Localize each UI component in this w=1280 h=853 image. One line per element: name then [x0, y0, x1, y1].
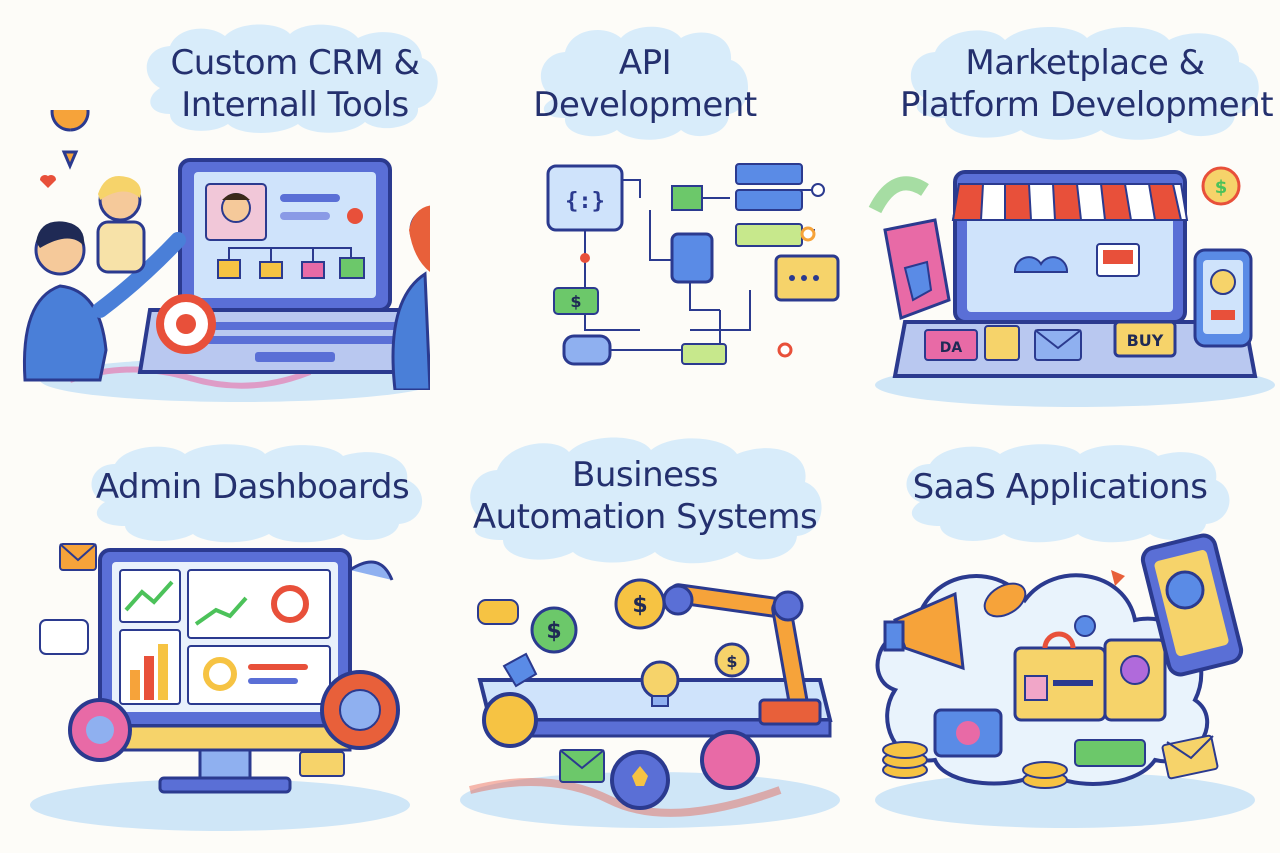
tile-title-line: Business — [572, 455, 718, 495]
tile-marketplace: Marketplace & Platform Development DA — [850, 0, 1280, 420]
svg-text:$: $ — [570, 292, 581, 311]
tile-title-line: Marketplace & — [965, 43, 1205, 83]
storefront-illustration: DA BUY $ — [868, 166, 1275, 407]
tile-title-line: Development — [533, 85, 757, 125]
saas-cloud-illustration — [875, 533, 1255, 828]
tile-api-development: API Development {:} $ — [430, 0, 850, 420]
api-flow-illustration: {:} $ — [546, 163, 840, 366]
dashboard-monitor-illustration — [30, 543, 410, 831]
tile-title-line: API — [618, 43, 672, 83]
svg-text:$: $ — [546, 619, 561, 644]
tile-title-line: Admin Dashboards — [95, 467, 410, 507]
automation-illustration: $ $ $ — [460, 578, 840, 828]
crm-laptop-team-illustration — [22, 110, 430, 402]
title-cloud — [470, 437, 822, 564]
tile-business-automation: Business Automation Systems $ $ $ — [430, 420, 850, 853]
title-cloud — [146, 24, 438, 133]
tile-admin-dashboards: Admin Dashboards — [0, 420, 430, 853]
tile-saas-applications: SaaS Applications — [850, 420, 1280, 853]
tile-custom-crm: Custom CRM & Internall Tools — [0, 0, 438, 420]
svg-text:$: $ — [726, 652, 737, 671]
title-cloud — [91, 444, 423, 543]
title-cloud — [906, 444, 1230, 543]
title-cloud — [540, 26, 749, 140]
buy-button: BUY — [1127, 331, 1164, 350]
tile-title-line: SaaS Applications — [912, 467, 1208, 507]
tag-label: DA — [940, 340, 963, 356]
tile-title-line: Automation Systems — [472, 497, 818, 537]
svg-text:$: $ — [632, 593, 647, 618]
tile-title-line: Internall Tools — [181, 85, 409, 125]
code-braces-label: {:} — [565, 189, 605, 214]
title-cloud — [910, 26, 1259, 140]
tile-title-line: Platform Development — [900, 85, 1274, 125]
svg-text:$: $ — [1215, 177, 1228, 198]
woman-figure — [391, 205, 430, 390]
tile-title-line: Custom CRM & — [170, 43, 420, 83]
